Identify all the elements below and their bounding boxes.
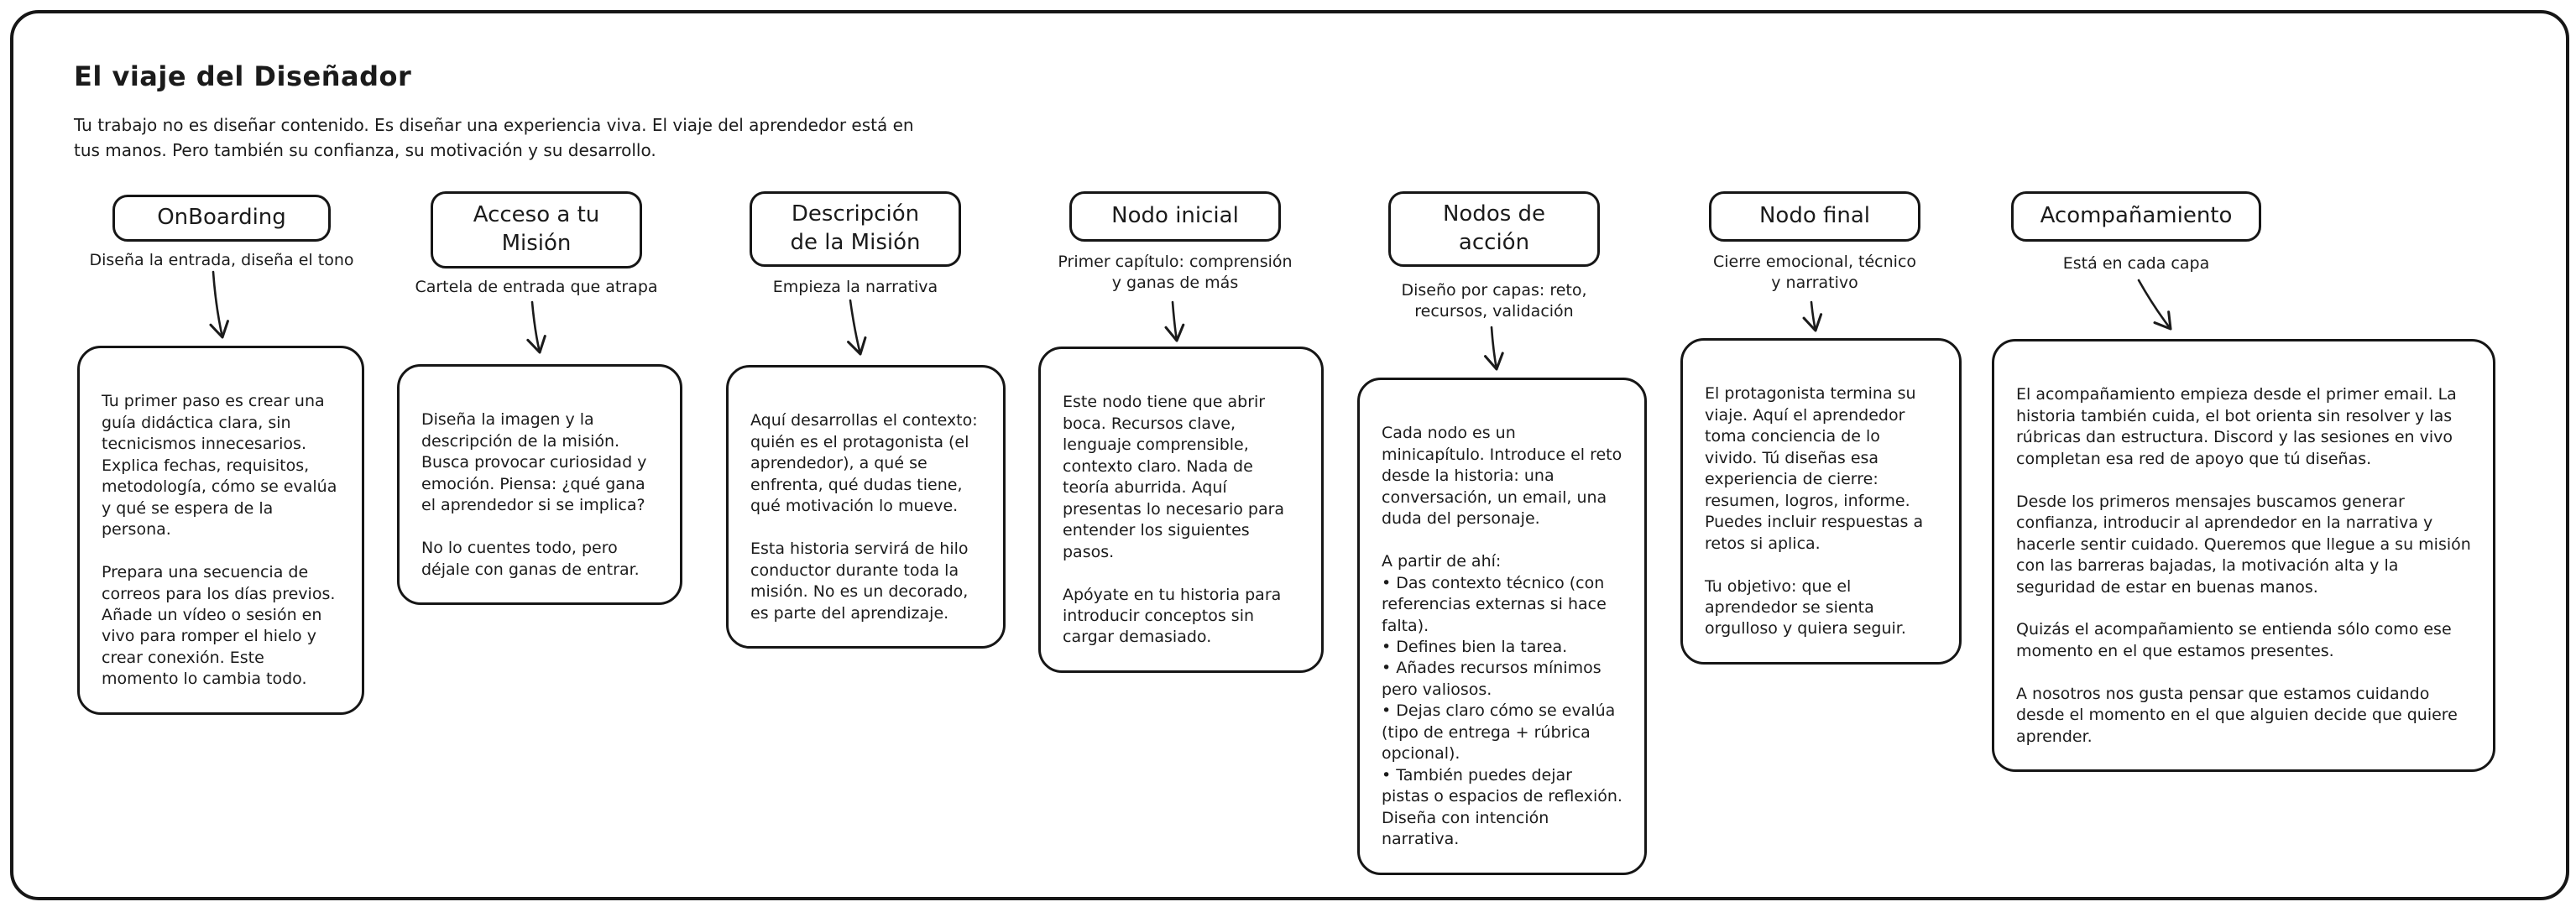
node-detail-text: Cada nodo es un minicapítulo. Introduce … (1382, 424, 1622, 849)
node-title-box-acompanamiento[interactable]: Acompañamiento (2011, 191, 2261, 242)
outer-frame (10, 10, 2569, 900)
node-detail-text: El protagonista termina su viaje. Aquí e… (1705, 384, 1924, 639)
node-title-label: Acompañamiento (2040, 203, 2233, 229)
page-title: El viaje del Diseñador (74, 60, 412, 92)
node-detail-text: Este nodo tiene que abrir boca. Recursos… (1063, 393, 1285, 647)
node-title-box-nodos-accion[interactable]: Nodos de acción (1388, 191, 1600, 267)
node-detail-text: Aquí desarrollas el contexto: quién es e… (750, 411, 978, 623)
node-title-label: Nodo final (1758, 203, 1871, 229)
node-detail-box-nodo-inicial[interactable]: Este nodo tiene que abrir boca. Recursos… (1038, 347, 1324, 673)
node-title-label: Nodos de acción (1442, 201, 1546, 255)
node-title-box-descripcion[interactable]: Descripción de la Misión (750, 191, 961, 267)
node-detail-box-descripcion[interactable]: Aquí desarrollas el contexto: quién es e… (726, 365, 1006, 649)
node-tagline-nodos-accion: Diseño por capas: reto, recursos, valida… (1401, 281, 1587, 321)
node-tagline-acceso: Cartela de entrada que atrapa (415, 278, 658, 296)
node-detail-box-onboarding[interactable]: Tu primer paso es crear una guía didácti… (77, 346, 364, 715)
node-title-label: Nodo inicial (1111, 203, 1239, 229)
node-tagline-descripcion: Empieza la narrativa (772, 278, 938, 296)
node-title-label: Acceso a tu Misión (473, 202, 600, 256)
node-detail-box-nodos-accion[interactable]: Cada nodo es un minicapítulo. Introduce … (1357, 378, 1647, 875)
node-title-box-onboarding[interactable]: OnBoarding (112, 195, 331, 242)
node-detail-box-nodo-final[interactable]: El protagonista termina su viaje. Aquí e… (1680, 338, 1962, 665)
node-detail-text: Diseña la imagen y la descripción de la … (421, 410, 647, 579)
node-tagline-nodo-final: Cierre emocional, técnico y narrativo (1712, 253, 1917, 293)
node-detail-box-acompanamiento[interactable]: El acompañamiento empieza desde el prime… (1992, 339, 2495, 773)
node-title-box-acceso[interactable]: Acceso a tu Misión (431, 191, 642, 268)
node-title-label: Descripción de la Misión (790, 201, 921, 255)
node-tagline-acompanamiento: Está en cada capa (2062, 254, 2210, 273)
node-detail-text: El acompañamiento empieza desde el prime… (2016, 385, 2471, 746)
node-title-box-nodo-inicial[interactable]: Nodo inicial (1069, 191, 1281, 242)
node-tagline-onboarding: Diseña la entrada, diseña el tono (89, 251, 354, 269)
page-subtitle: Tu trabajo no es diseñar contenido. Es d… (74, 115, 914, 160)
node-detail-box-acceso[interactable]: Diseña la imagen y la descripción de la … (397, 364, 682, 606)
node-tagline-nodo-inicial: Primer capítulo: comprensión y ganas de … (1058, 253, 1293, 293)
node-title-label: OnBoarding (157, 205, 286, 231)
node-title-box-nodo-final[interactable]: Nodo final (1709, 191, 1920, 242)
node-detail-text: Tu primer paso es crear una guía didácti… (102, 392, 337, 689)
